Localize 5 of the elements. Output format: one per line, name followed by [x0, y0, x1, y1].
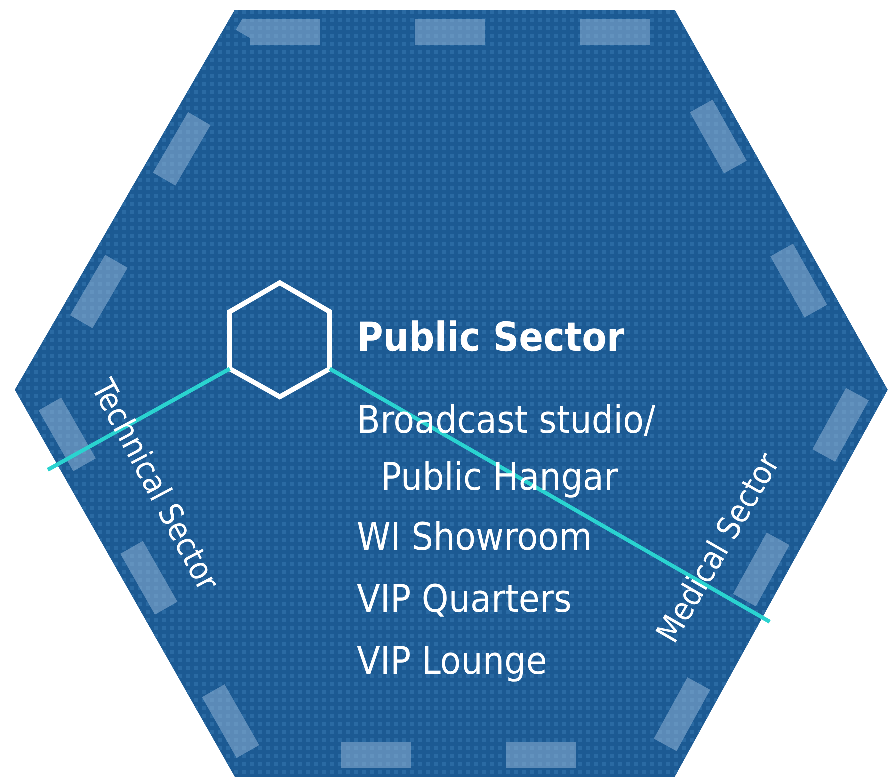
room-name: VIP Lounge — [357, 642, 548, 680]
room-name: Broadcast studio/ Public Hangar — [357, 397, 657, 501]
sector-heading: Public Sector — [357, 318, 625, 358]
room-name: WI Showroom — [357, 518, 592, 556]
room-name: VIP Quarters — [357, 580, 572, 618]
